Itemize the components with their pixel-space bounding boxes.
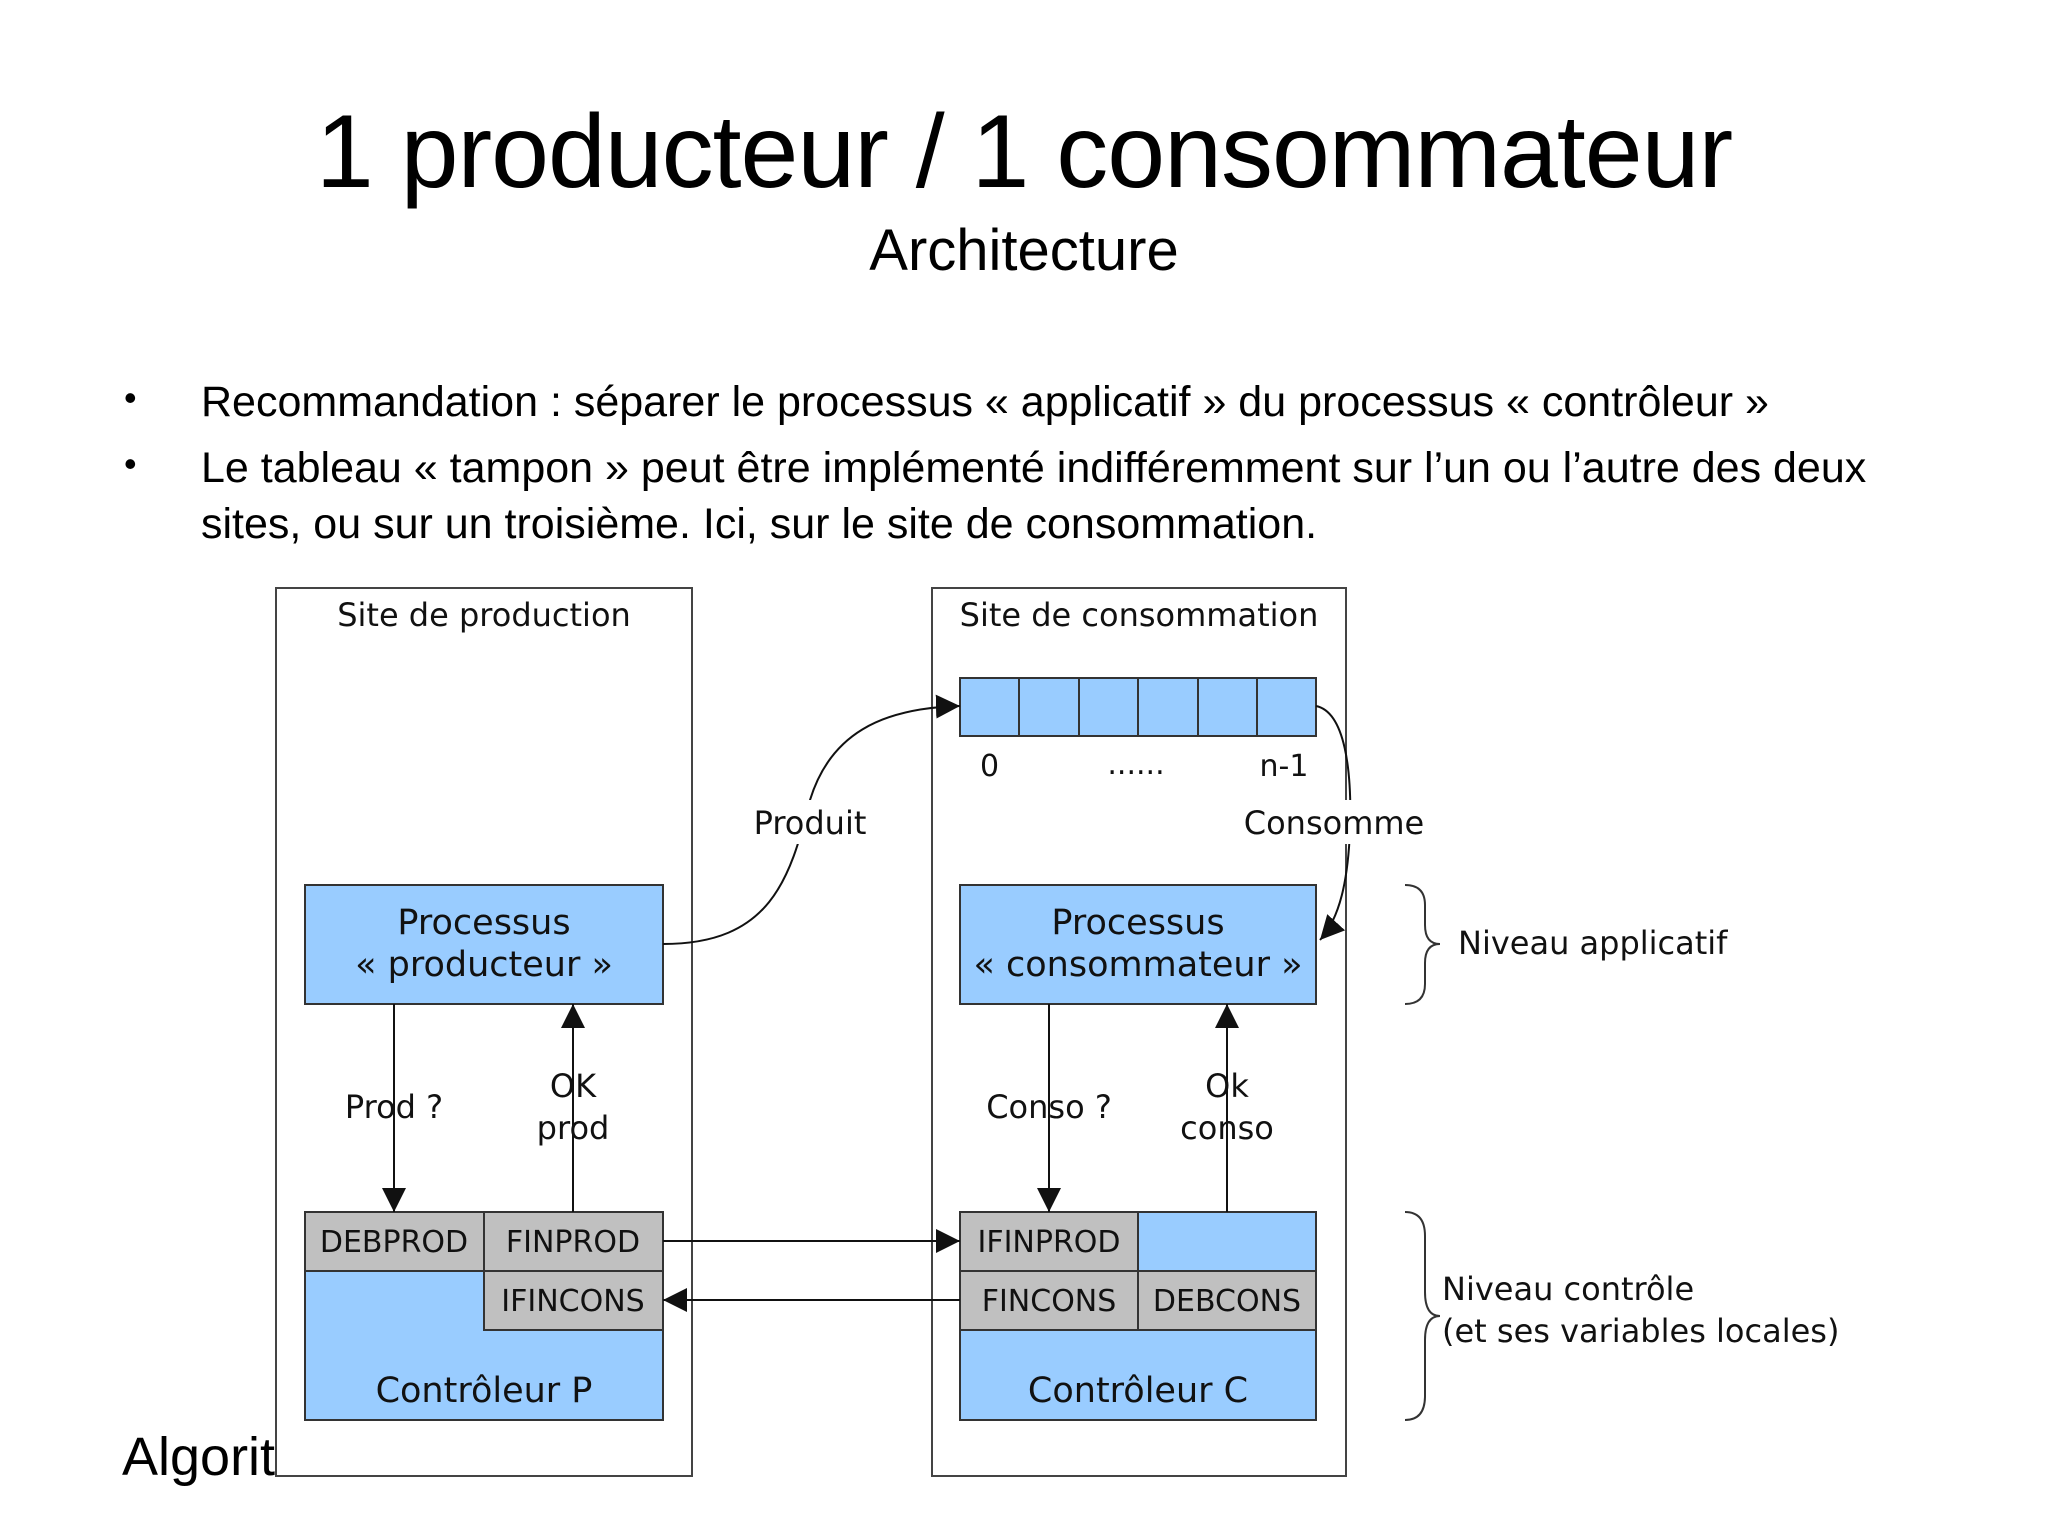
brace-niveau-applicatif <box>1404 884 1441 1005</box>
bullet-marker: • <box>124 443 137 484</box>
var-debprod: DEBPROD <box>320 1225 468 1260</box>
label-conso-request: Conso ? <box>986 1088 1112 1126</box>
footer-mask <box>277 1420 691 1475</box>
label-produit: Produit <box>754 804 867 842</box>
buffer-index-ellipsis: ...... <box>1107 747 1164 782</box>
bullet-recommandation: Recommandation : séparer le processus « … <box>201 378 1769 426</box>
buffer-index-last: n-1 <box>1260 749 1309 784</box>
label-consomme: Consomme <box>1244 804 1424 842</box>
site-consommation-label: Site de consommation <box>960 596 1319 634</box>
label-niveau-controle-2: (et ses variables locales) <box>1442 1312 1839 1350</box>
processus-producteur-line2: « producteur » <box>355 945 613 985</box>
processus-consommateur-line1: Processus <box>1051 903 1224 943</box>
label-prod-request: Prod ? <box>345 1088 443 1126</box>
var-ifincons: IFINCONS <box>501 1284 644 1319</box>
var-fincons: FINCONS <box>982 1284 1117 1319</box>
bullet-marker: • <box>124 377 137 418</box>
controleur-c <box>959 1211 1317 1421</box>
label-ok-prod-2: prod <box>537 1109 610 1147</box>
label-produit-bg <box>750 800 870 844</box>
var-ifinprod: IFINPROD <box>977 1225 1120 1260</box>
buffer-index-first: 0 <box>980 749 999 784</box>
label-ok-conso-2: conso <box>1180 1109 1274 1147</box>
processus-consommateur-box <box>959 884 1317 1005</box>
label-ok-prod-1: OK <box>550 1067 597 1105</box>
processus-consommateur-line2: « consommateur » <box>973 945 1302 985</box>
controleur-p-label: Contrôleur P <box>376 1371 593 1411</box>
label-consomme-bg <box>1236 800 1432 844</box>
var-debcons: DEBCONS <box>1153 1284 1301 1319</box>
label-niveau-controle-1: Niveau contrôle <box>1442 1270 1694 1308</box>
label-niveau-applicatif: Niveau applicatif <box>1458 924 1728 962</box>
processus-producteur-line1: Processus <box>397 903 570 943</box>
slide-subtitle: Architecture <box>869 218 1179 283</box>
buffer-array <box>959 677 1317 737</box>
var-finprod: FINPROD <box>506 1225 640 1260</box>
brace-niveau-controle <box>1404 1211 1441 1421</box>
slide-footer: Algorit <box>122 1427 276 1487</box>
bullet-tampon: Le tableau « tampon » peut être implémen… <box>201 444 1867 548</box>
slide-title: 1 producteur / 1 consommateur <box>315 94 1733 210</box>
label-ok-conso-1: Ok <box>1205 1067 1249 1105</box>
processus-producteur-box <box>304 884 664 1005</box>
controleur-c-label: Contrôleur C <box>1028 1371 1248 1411</box>
site-production-label: Site de production <box>337 596 631 634</box>
